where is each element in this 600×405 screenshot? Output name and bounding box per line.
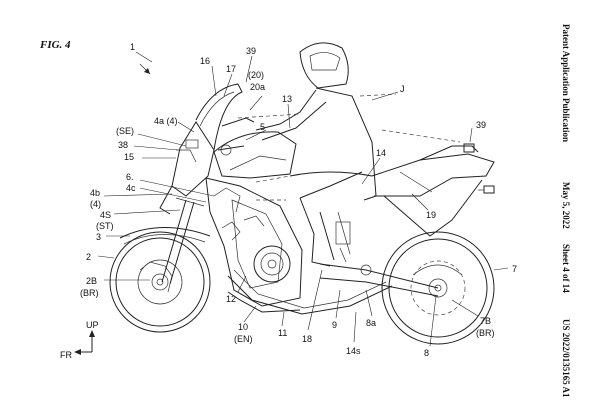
label-16: 16 — [200, 56, 210, 66]
label-BR-front: (BR) — [80, 288, 99, 298]
label-15: 15 — [124, 152, 134, 162]
label-SE: (SE) — [116, 126, 134, 136]
label-4-paren: (4) — [90, 199, 101, 209]
label-J: J — [400, 84, 405, 94]
label-4b: 4b — [90, 188, 100, 198]
assembly-arrow — [139, 63, 151, 75]
label-1: 1 — [130, 42, 135, 52]
handlebar — [217, 117, 255, 156]
label-18: 18 — [302, 334, 312, 344]
label-19: 19 — [426, 210, 436, 220]
label-10: 10 — [238, 322, 248, 332]
header-number: US 2022/0135165 A1 — [561, 319, 571, 398]
label-20a: 20a — [250, 82, 265, 92]
label-2B: 2B — [86, 276, 97, 286]
leader-lines — [97, 51, 509, 347]
rear-wheel — [381, 231, 495, 345]
label-17: 17 — [226, 64, 236, 74]
label-ST: (ST) — [96, 221, 114, 231]
figure-title: FIG. 4 — [39, 39, 71, 51]
rider — [255, 42, 377, 267]
label-7: 7 — [512, 264, 517, 274]
label-8a: 8a — [366, 318, 376, 328]
header-sheet: Sheet 4 of 14 — [561, 244, 571, 293]
label-11: 11 — [278, 328, 287, 338]
label-3: 3 — [96, 232, 101, 242]
label-8: 8 — [424, 348, 429, 358]
label-39-front: 39 — [246, 46, 256, 56]
label-4c: 4c — [126, 183, 136, 193]
label-6: 6. — [126, 172, 134, 182]
seat-tail — [289, 143, 495, 237]
label-14: 14 — [376, 148, 386, 158]
front-wheel — [109, 231, 211, 333]
orientation-axes: UP FR — [60, 320, 99, 360]
engine-frame — [205, 177, 303, 313]
label-39-rear: 39 — [476, 120, 486, 130]
exhaust — [227, 269, 393, 315]
label-13: 13 — [282, 94, 292, 104]
label-20: (20) — [248, 70, 264, 80]
reference-labels: 1 16 17 39 (20) 20a J 13 4a (4) 5 (SE) 3… — [80, 42, 517, 358]
windscreen-cowl — [159, 83, 243, 215]
label-9: 9 — [332, 320, 337, 330]
label-5: 5 — [260, 122, 265, 132]
front-fork — [119, 197, 211, 285]
label-EN: (EN) — [234, 334, 253, 344]
label-12: 12 — [226, 294, 236, 304]
swingarm — [319, 211, 439, 297]
axis-fr-label: FR — [60, 350, 72, 360]
label-14s: 14s — [346, 346, 361, 356]
label-7B: 7B — [480, 316, 491, 326]
label-38: 38 — [118, 140, 128, 150]
header-publication: Patent Application Publication — [561, 24, 571, 142]
motorcycle-drawing — [109, 42, 495, 345]
fr-arrow-icon — [74, 349, 81, 355]
header-date: May 5, 2022 — [561, 182, 571, 229]
label-BR-rear: (BR) — [476, 328, 495, 338]
label-4S: 4S — [100, 210, 111, 220]
up-arrow-icon — [89, 330, 95, 337]
axis-up-label: UP — [86, 320, 99, 330]
label-4a: 4a (4) — [154, 116, 178, 126]
page-header: Patent Application Publication May 5, 20… — [561, 24, 571, 398]
reference-lines — [237, 93, 461, 201]
label-2: 2 — [86, 252, 91, 262]
